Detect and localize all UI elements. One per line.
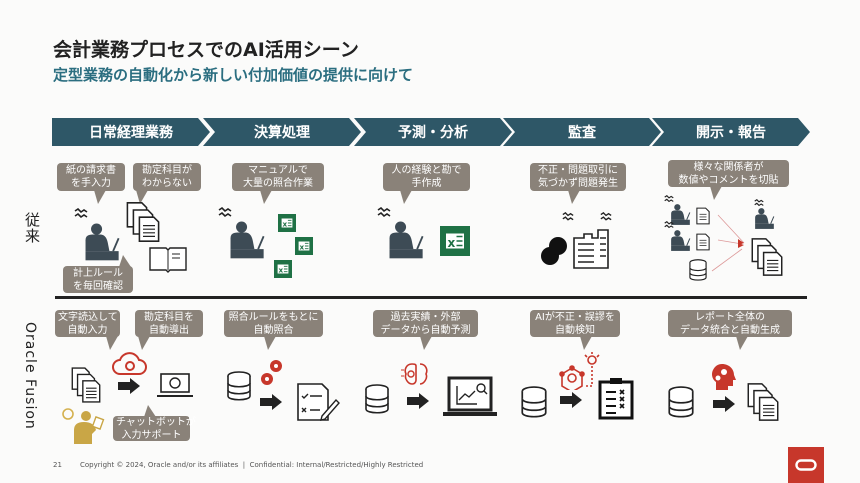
bubble-current: 勘定科目がわからない: [133, 163, 201, 204]
documents-icon: [125, 200, 161, 244]
arrow-right-icon: [713, 396, 735, 412]
bubble-current: 人の経験と勘で手作成: [383, 163, 470, 204]
multi-stakeholder-copy-paste-icon: [664, 195, 783, 281]
excel-icon: [440, 226, 470, 256]
step-forecast-analysis: 予測・分析: [354, 118, 512, 146]
documents-icon: [70, 366, 102, 404]
page-title: 会計業務プロセスでのAI活用シーン: [53, 39, 359, 61]
oracle-logo: [788, 447, 824, 483]
gears-icon: [261, 360, 282, 385]
page-number: 21: [53, 461, 62, 469]
database-icon: [667, 386, 695, 418]
reconciliation-checklist-icon: [297, 383, 340, 421]
cloud-sync-icon: [112, 352, 147, 375]
page-subtitle: 定型業務の自動化から新しい付加価値の提供に向けて: [53, 66, 414, 84]
arrow-right-icon: [260, 394, 282, 410]
bubble-current: 紙の請求書を手入力: [57, 163, 125, 204]
bubble-current: 不正・問題取引に気づかず問題発生: [530, 163, 626, 204]
bubble-fusion: チャットボットが入力サポート: [113, 405, 196, 441]
documents-icon: [746, 380, 780, 424]
ai-network-lightbulb-icon: [559, 352, 600, 390]
row-divider: [55, 296, 807, 299]
database-icon: [226, 371, 252, 401]
laptop-forecast-chart-icon: [443, 376, 497, 416]
copyright-notice: Copyright © 2024, Oracle and/or its affi…: [80, 461, 424, 469]
laptop-sync-icon: [157, 373, 193, 397]
ai-head-gears-icon: [712, 364, 736, 390]
bubble-fusion: 勘定科目を自動導出: [135, 310, 203, 350]
row-label-current: 従来: [23, 212, 41, 244]
person-at-laptop-icon: [225, 216, 271, 262]
step-closing: 決算処理: [203, 118, 361, 146]
bubble-fusion: 過去実績・外部データから自動予測: [373, 310, 478, 350]
excel-icon: [295, 237, 313, 255]
arrow-right-icon: [118, 378, 140, 394]
bubble-fusion: AIが不正・誤謬を自動検知: [530, 310, 620, 350]
bubble-current: 計上ルールを毎回確認: [63, 255, 133, 293]
masks-and-building-icon: [541, 212, 612, 269]
bubble-fusion: 文字読込して自動入力: [55, 310, 120, 350]
ai-brain-icon: [401, 363, 428, 385]
arrow-right-icon: [407, 393, 429, 409]
oracle-logo-icon: [795, 459, 817, 471]
step-disclosure-reporting: 開示・報告: [652, 118, 810, 146]
database-icon: [364, 384, 390, 414]
excel-icon: [278, 214, 296, 232]
book-icon: [149, 247, 187, 273]
excel-icon: [274, 260, 292, 278]
bubble-current: 様々な関係者が数値やコメントを切貼: [668, 160, 789, 200]
arrow-right-icon: [560, 392, 582, 408]
bubble-fusion: レポート全体のデータ統合と自動生成: [668, 310, 792, 350]
person-chatbot-icon: [62, 408, 105, 444]
person-at-laptop-icon: [80, 218, 126, 264]
row-label-oracle-fusion: Oracle Fusion: [22, 322, 38, 430]
bubble-fusion: 照合ルールをもとに自動照合: [224, 310, 323, 350]
bubble-current: マニュアルで大量の照合作業: [232, 163, 324, 204]
step-audit: 監査: [503, 118, 661, 146]
step-daily-accounting: 日常経理業務: [52, 118, 210, 146]
person-at-laptop-icon: [384, 216, 430, 262]
database-icon: [520, 386, 548, 418]
audit-clipboard-icon: [598, 378, 634, 420]
